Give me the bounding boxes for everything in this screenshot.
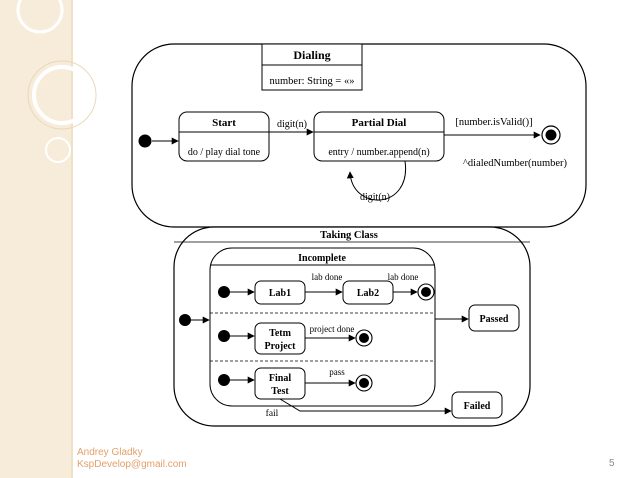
dialing-title-box: [261, 43, 363, 91]
labs-final-state: [417, 283, 435, 301]
final-test-label-line1: Final: [269, 373, 291, 384]
fail-label: fail: [266, 408, 279, 419]
pass-label: pass: [329, 367, 345, 377]
failed-label: Failed: [464, 401, 491, 412]
final-test-label-line2: Test: [271, 386, 289, 397]
lab1-label: Lab1: [269, 288, 291, 299]
passed-state: [468, 304, 520, 332]
digit-transition-label: digit(n): [277, 119, 307, 130]
start-state: [178, 111, 270, 162]
self-loop-label: digit(n): [360, 192, 390, 203]
lab-done-label-2: lab done: [388, 272, 419, 282]
project-initial-state: [218, 330, 230, 342]
term-project-label-line2: Project: [265, 341, 297, 352]
project-done-label: project done: [310, 324, 355, 334]
partial-dial-state-action: entry / number.append(n): [328, 147, 429, 158]
labs-initial-state: [218, 286, 230, 298]
send-event-label: ^dialedNumber(number): [463, 158, 568, 169]
dialing-final-state: [541, 125, 561, 145]
guard-label: [number.isValid()]: [455, 117, 532, 128]
project-final-state: [355, 329, 373, 347]
start-state-action: do / play dial tone: [188, 147, 261, 158]
incomplete-title: Incomplete: [298, 253, 346, 264]
fail-transition: [279, 398, 452, 415]
decorative-rings: [16, 0, 97, 163]
lab2-label: Lab2: [357, 288, 379, 299]
start-state-name: Start: [212, 117, 236, 129]
partial-dial-state: [313, 111, 445, 162]
dialing-title: Dialing: [293, 48, 330, 62]
page-number: 5: [609, 458, 615, 469]
passed-label: Passed: [480, 314, 509, 325]
footer-author: Andrey Gladky: [77, 447, 143, 458]
test-final-state: [355, 374, 373, 392]
self-loop-transition: [346, 160, 406, 201]
partial-dial-state-name: Partial Dial: [352, 117, 407, 129]
dialing-initial-state: [138, 134, 152, 148]
taking-class-title: Taking Class: [320, 230, 378, 241]
footer-email: KspDevelop@gmail.com: [77, 459, 187, 470]
test-initial-state: [218, 374, 230, 386]
term-project-label-line1: Tetm: [269, 328, 292, 339]
taking-class-initial-state: [179, 314, 191, 326]
lab-done-label-1: lab done: [312, 272, 343, 282]
failed-state: [451, 391, 503, 419]
dialing-attribute: number: String = «»: [270, 76, 355, 87]
